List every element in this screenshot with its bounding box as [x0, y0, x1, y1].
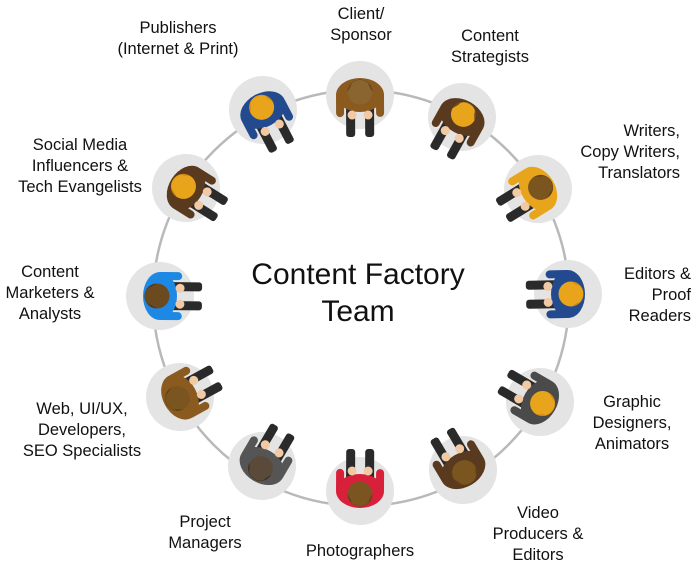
head-icon [249, 94, 275, 120]
right-hand-icon [202, 187, 212, 197]
role-label-content-marketers: Content Marketers & Analysts [5, 263, 95, 323]
head-icon [530, 391, 556, 417]
right-arm-icon [158, 272, 183, 281]
right-hand-icon [454, 133, 464, 143]
person-editors [525, 260, 602, 328]
person-writers [496, 155, 572, 223]
role-label-photographers: Photographers [305, 542, 415, 560]
left-arm-icon [276, 456, 293, 479]
right-hand-icon [520, 201, 530, 211]
person-graphic-designers [497, 368, 574, 436]
right-arm-icon [194, 168, 216, 185]
head-icon [528, 174, 554, 200]
person-project-managers [228, 423, 296, 500]
head-icon [347, 79, 373, 105]
right-arm-icon [432, 460, 449, 483]
right-hand-icon [514, 394, 524, 404]
role-label-graphic-designers: Graphic Designers, Animators [592, 393, 672, 453]
left-hand-icon [260, 126, 270, 136]
person-content-strategists [428, 83, 496, 160]
left-hand-icon [440, 126, 450, 136]
left-hand-icon [175, 299, 185, 309]
right-arm-icon [466, 124, 483, 147]
left-arm-icon [545, 270, 570, 279]
left-hand-icon [363, 466, 373, 476]
people-group [126, 61, 602, 525]
head-icon [452, 460, 478, 486]
left-arm-icon [508, 169, 530, 186]
left-hand-icon [274, 448, 284, 458]
right-hand-icon [363, 110, 373, 120]
right-arm-icon [376, 92, 385, 117]
right-arm-icon [241, 436, 258, 459]
left-hand-icon [455, 444, 465, 454]
person-web-developers [146, 363, 223, 431]
role-label-social-media: Social Media Influencers & Tech Evangeli… [18, 136, 142, 196]
person-social-media [152, 154, 228, 222]
left-hand-icon [194, 200, 204, 210]
right-hand-icon [260, 440, 270, 450]
head-icon [450, 101, 476, 127]
role-label-writers: Writers, Copy Writers, Translators [580, 122, 680, 182]
role-label-publishers: Publishers (Internet & Print) [117, 19, 239, 58]
role-label-content-strategists: Content Strategists [451, 27, 529, 66]
left-arm-icon [157, 312, 182, 321]
head-icon [170, 173, 196, 199]
right-hand-icon [347, 466, 357, 476]
left-arm-icon [376, 469, 385, 494]
left-arm-icon [336, 93, 345, 118]
left-arm-icon [173, 201, 195, 219]
role-label-web-developers: Web, UI/UX, Developers, SEO Specialists [22, 400, 142, 460]
head-icon [558, 281, 584, 307]
right-hand-icon [175, 283, 185, 293]
right-arm-icon [168, 366, 191, 383]
person-video-producers [429, 427, 497, 504]
left-arm-icon [187, 401, 210, 418]
center-title: Content Factory Team [251, 258, 465, 328]
right-arm-icon [277, 98, 294, 121]
left-hand-icon [512, 188, 522, 198]
head-icon [164, 385, 190, 411]
left-arm-icon [431, 105, 448, 127]
left-arm-icon [467, 440, 484, 463]
head-icon [144, 283, 170, 309]
person-content-marketers [126, 262, 203, 330]
head-icon [247, 456, 273, 482]
left-hand-icon [543, 281, 553, 291]
left-hand-icon [347, 110, 357, 120]
right-arm-icon [510, 406, 533, 423]
right-hand-icon [441, 452, 451, 462]
left-arm-icon [530, 371, 553, 388]
right-hand-icon [543, 297, 553, 307]
right-hand-icon [189, 375, 199, 385]
left-hand-icon [522, 380, 532, 390]
role-label-video-producers: Video Producers & Editors [492, 504, 584, 564]
person-client-sponsor [326, 61, 394, 138]
left-arm-icon [242, 117, 258, 140]
role-label-client-sponsor: Client/ Sponsor [330, 5, 392, 44]
role-label-project-managers: Project Managers [168, 513, 242, 552]
role-label-editors: Editors & Proof Readers [624, 265, 691, 325]
right-arm-icon [336, 468, 345, 493]
right-arm-icon [529, 203, 551, 220]
right-hand-icon [274, 119, 284, 129]
left-hand-icon [196, 389, 206, 399]
right-arm-icon [546, 310, 571, 319]
head-icon [347, 481, 373, 507]
person-publishers [229, 76, 297, 153]
person-photographers [326, 448, 394, 525]
